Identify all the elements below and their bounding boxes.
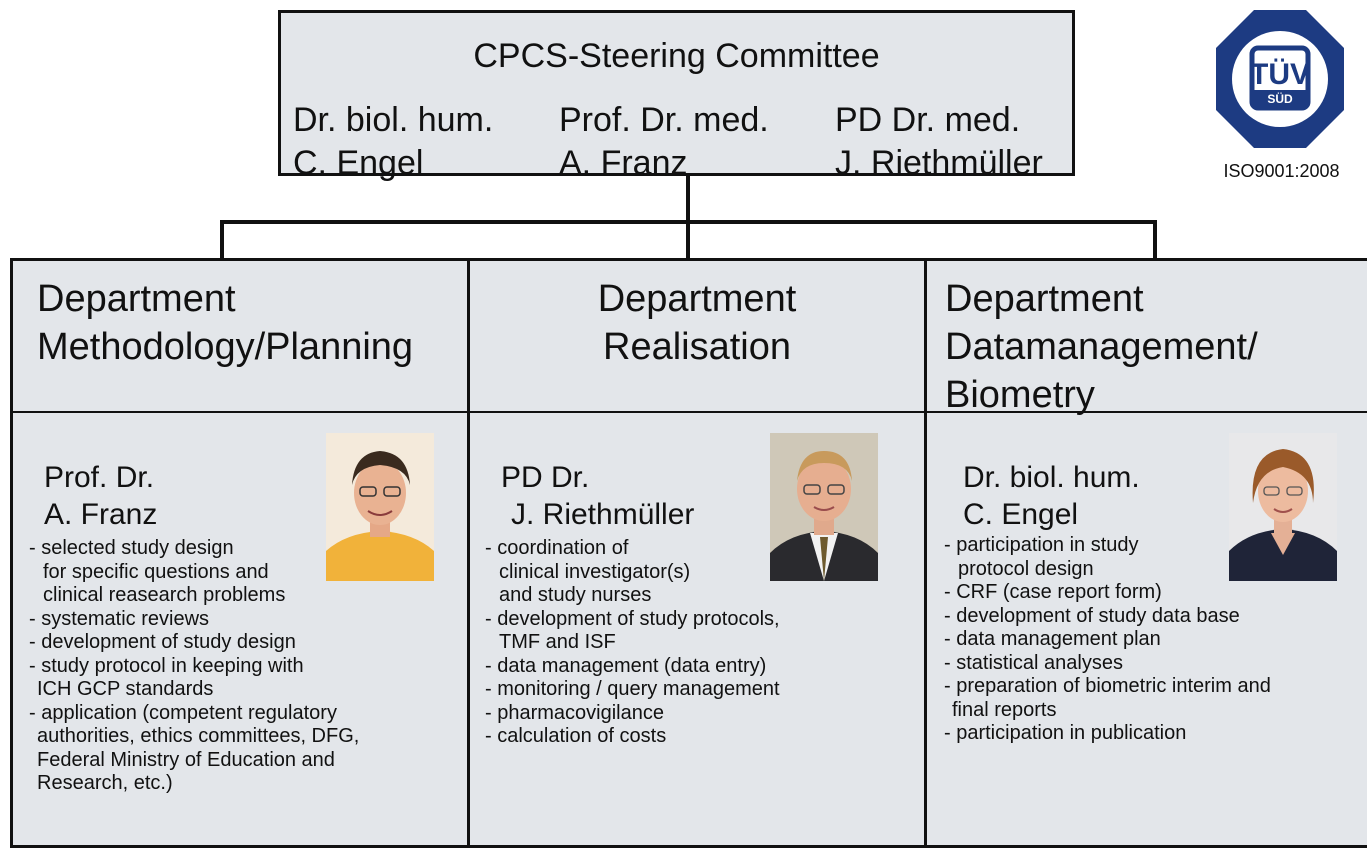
portrait-photo bbox=[326, 433, 434, 581]
duty-item: - development of study design bbox=[29, 631, 296, 653]
steering-committee-box: CPCS-Steering Committee Dr. biol. hum. C… bbox=[278, 10, 1075, 182]
department-title: Department Realisation bbox=[470, 275, 924, 371]
department-title: Department Datamanagement/ Biometry bbox=[927, 275, 1367, 419]
department-title-line: Department bbox=[37, 278, 236, 320]
duty-item: clinical investigator(s) bbox=[499, 560, 691, 583]
portrait-photo bbox=[1229, 433, 1337, 581]
department-title-line: Methodology/Planning bbox=[37, 326, 414, 368]
duty-item: - calculation of costs bbox=[485, 725, 667, 747]
duty-list: - coordination of clinical investigator(… bbox=[485, 537, 924, 749]
duty-item: - development of study data base bbox=[944, 604, 1240, 627]
department-title-line: Department bbox=[597, 278, 797, 320]
iso-certification-label: ISO9001:2008 bbox=[1223, 161, 1340, 181]
person-title: PD Dr. bbox=[501, 461, 590, 494]
member-name: J. Riethmüller bbox=[835, 144, 1043, 182]
duty-item: Research, etc.) bbox=[37, 772, 173, 794]
divider bbox=[13, 411, 467, 413]
duty-item: for specific questions and bbox=[43, 560, 269, 583]
duty-item: final reports bbox=[952, 698, 1057, 721]
portrait-photo bbox=[770, 433, 878, 581]
person-name: J. Riethmüller bbox=[511, 498, 695, 531]
duty-list: - selected study design for specific que… bbox=[29, 537, 459, 796]
duty-item: - CRF (case report form) bbox=[944, 581, 1162, 603]
duty-item: - preparation of biometric interim and bbox=[944, 675, 1271, 697]
duty-item: - statistical analyses bbox=[944, 651, 1123, 674]
duty-list: - participation in study protocol design… bbox=[944, 534, 1367, 746]
member-title: Prof. Dr. med. bbox=[559, 101, 769, 139]
department-title-line: Department bbox=[945, 278, 1144, 320]
duty-item: - participation in study bbox=[944, 534, 1139, 556]
committee-title: CPCS-Steering Committee bbox=[473, 37, 880, 75]
member-title: Dr. biol. hum. bbox=[293, 101, 494, 139]
duty-item: - systematic reviews bbox=[29, 607, 210, 630]
member-title: PD Dr. med. bbox=[835, 101, 1021, 139]
member-name: C. Engel bbox=[293, 144, 424, 182]
committee-member: Dr. biol. hum. C. Engel bbox=[293, 99, 493, 185]
divider bbox=[927, 411, 1367, 413]
org-connector-lines bbox=[220, 176, 1157, 260]
person-name: A. Franz bbox=[44, 498, 158, 531]
department-head-name: Prof. Dr. A. Franz bbox=[44, 459, 157, 533]
duty-item: ICH GCP standards bbox=[37, 678, 214, 700]
duty-item: clinical reasearch problems bbox=[43, 584, 286, 606]
duty-item: - study protocol in keeping with bbox=[29, 654, 304, 677]
committee-member: Prof. Dr. med. A. Franz bbox=[559, 99, 769, 185]
member-name: A. Franz bbox=[559, 144, 688, 182]
duty-item: - development of study protocols, bbox=[485, 607, 780, 630]
department-title-line: Biometry bbox=[945, 374, 1095, 416]
department-datamanagement-biometry: Department Datamanagement/ Biometry Dr. … bbox=[924, 258, 1367, 848]
duty-item: TMF and ISF bbox=[499, 631, 616, 653]
duty-item: - monitoring / query management bbox=[485, 678, 780, 700]
person-title: Prof. Dr. bbox=[44, 461, 155, 494]
duty-item: - application (competent regulatory bbox=[29, 701, 337, 724]
duty-item: protocol design bbox=[958, 557, 1094, 580]
duty-item: and study nurses bbox=[499, 584, 652, 606]
divider bbox=[470, 411, 924, 413]
committee-member: PD Dr. med. J. Riethmüller bbox=[835, 99, 1043, 185]
duty-item: - coordination of bbox=[485, 537, 629, 559]
department-title-line: Datamanagement/ bbox=[945, 326, 1258, 368]
duty-item: - selected study design bbox=[29, 537, 234, 559]
department-head-name: Dr. biol. hum. C. Engel bbox=[963, 459, 1140, 533]
department-title-line: Realisation bbox=[603, 326, 791, 368]
department-methodology-planning: Department Methodology/Planning Prof. Dr… bbox=[10, 258, 470, 848]
department-head-name: PD Dr. J. Riethmüller bbox=[501, 459, 694, 533]
person-name: C. Engel bbox=[963, 498, 1079, 531]
seal-subtext: SÜD bbox=[1267, 91, 1293, 106]
duty-item: - data management plan bbox=[944, 628, 1161, 650]
tuv-sud-seal-icon: TÜV SÜD bbox=[1216, 10, 1344, 148]
department-realisation: Department Realisation PD Dr. J. Riethmü… bbox=[467, 258, 927, 848]
department-title: Department Methodology/Planning bbox=[13, 275, 467, 371]
person-title: Dr. biol. hum. bbox=[963, 461, 1140, 494]
duty-item: Federal Ministry of Education and bbox=[37, 748, 335, 771]
duty-item: - participation in publication bbox=[944, 722, 1187, 744]
duty-item: - pharmacovigilance bbox=[485, 701, 664, 724]
seal-text: TÜV bbox=[1250, 58, 1310, 91]
duty-item: authorities, ethics committees, DFG, bbox=[37, 725, 360, 747]
duty-item: - data management (data entry) bbox=[485, 654, 767, 677]
